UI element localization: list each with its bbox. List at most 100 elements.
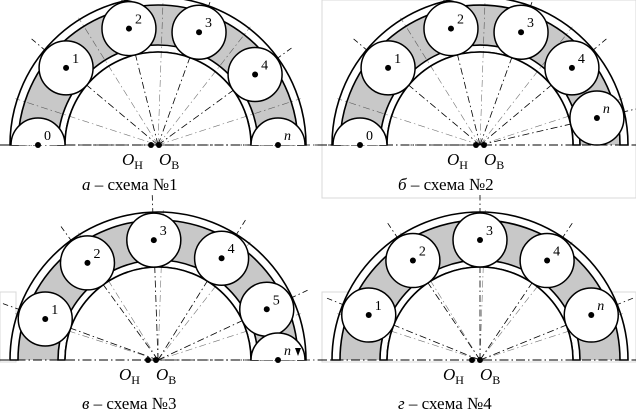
radial-line-minor [157,0,164,146]
center-label-outer: OН [119,365,140,387]
center-dot-inner [477,357,483,363]
ball-label-4: 4 [228,242,235,257]
radial-line-minor [479,26,573,146]
center-dot-outer [469,357,475,363]
radial-line [479,38,607,146]
radial-line-minor [78,17,159,146]
radial-line-minor [400,232,481,361]
ball-label-1: 1 [375,299,382,314]
ball-label-2: 2 [419,245,426,260]
center-dot-outer [148,142,154,148]
radial-line [479,297,634,361]
radial-line-minor [15,98,159,146]
ball-label-5: 5 [273,293,280,308]
ball-center-dot [477,237,483,243]
radial-line-minor [157,26,251,146]
ball-center-dot [588,312,595,319]
ball-n [250,332,306,360]
cage-band [10,0,306,145]
ball-label-0: 0 [366,129,373,144]
ball-center-dot [275,357,281,363]
ball-label-2: 2 [93,247,100,262]
ball-center-dot [275,142,281,148]
radial-line [479,0,534,146]
ball-center-dot [42,315,49,322]
ball-label-n: n [597,299,604,314]
caption-scheme-4: г – схема №4 [398,394,492,413]
radial-line [157,0,212,146]
radial-line-minor [400,17,481,146]
ball-label-1: 1 [394,52,401,67]
center-label-inner: OВ [484,150,504,172]
caption-scheme-1: а – схема №1 [82,175,178,194]
ball-center-dot [518,29,525,36]
ball-label-n: n [284,129,291,144]
ball-n [250,117,306,145]
ball-center-dot [218,255,225,262]
ball-center-dot [568,64,575,71]
ball-0 [332,117,388,145]
ball-center-dot [365,312,372,319]
ball-label-4: 4 [261,58,268,73]
ball-center-dot [196,29,203,36]
center-dot-inner [153,357,159,363]
ball-label-1: 1 [72,52,79,67]
ball-center-dot [84,259,91,266]
radial-line-minor [15,313,159,361]
radial-line [353,38,481,146]
ball-center-dot [409,257,416,264]
cage-band [332,0,628,145]
ball-center-dot [357,142,363,148]
radial-line-minor [479,210,486,361]
caption-scheme-3: в – схема №3 [82,394,177,413]
ball-label-0: 0 [44,129,51,144]
ball-label-n: n [603,102,610,117]
radial-line-minor [157,210,164,361]
arrow-marker [295,348,301,356]
radial-line-minor [479,241,573,361]
ball-center-dot [125,25,132,32]
center-label-inner: OВ [159,150,179,172]
ball-label-2: 2 [135,13,142,28]
ball-label-3: 3 [205,16,212,31]
ball-center-dot [35,142,41,148]
inner-bore [386,51,574,146]
ball-label-3: 3 [527,16,534,31]
radial-line-minor [479,313,623,361]
radial-line-minor [78,232,159,361]
ball-center-dot [593,115,600,122]
center-dot-outer [145,357,151,363]
radial-line [157,219,246,361]
ball-label-4: 4 [578,52,585,67]
radial-line [31,38,159,146]
radial-line-minor [479,0,486,146]
panel-frame [321,0,636,199]
radial-line-minor [479,98,623,146]
radial-line-minor [337,98,481,146]
ball-label-1: 1 [51,303,58,318]
center-dot-inner [481,142,487,148]
center-label-outer: OН [447,150,468,172]
ball-center-dot [63,64,70,71]
center-label-inner: OВ [480,365,500,387]
ball-label-3: 3 [160,224,167,239]
radial-line [2,303,159,361]
ball-center-dot [447,25,454,32]
ball-label-n: n [284,344,291,359]
ball-center-dot [385,64,392,71]
center-dot-outer [473,142,479,148]
ball-label-3: 3 [486,224,493,239]
panel-scheme-2: 0 1 2 3 4 nOН OВ [315,0,636,199]
ball-0 [10,117,66,145]
ball-center-dot [252,71,259,78]
radial-line [479,222,573,361]
ball-label-2: 2 [457,13,464,28]
radial-line-minor [157,313,301,361]
caption-scheme-2: б – схема №2 [398,175,494,194]
radial-line-minor [337,313,481,361]
center-dot-inner [156,142,162,148]
center-label-inner: OВ [156,365,176,387]
